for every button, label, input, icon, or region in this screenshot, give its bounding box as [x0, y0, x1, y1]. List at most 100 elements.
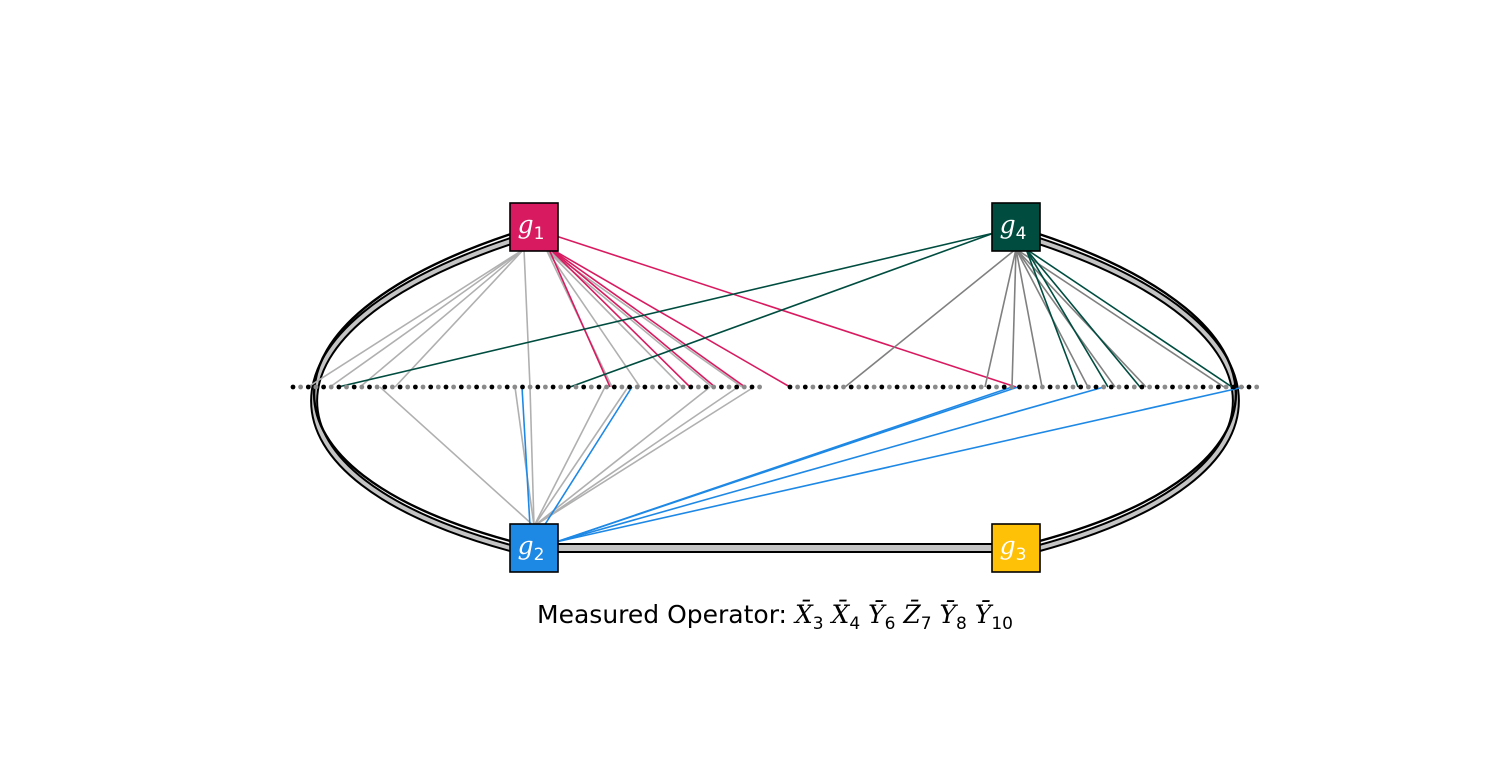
qubit-dot: [1024, 384, 1030, 390]
g2-gray-line: [533, 386, 606, 527]
qubit-dot: [451, 384, 456, 390]
qubit-dot: [611, 384, 617, 390]
qubit-dot: [313, 384, 319, 390]
g2-gray-line: [514, 386, 535, 527]
qubit-dot: [642, 384, 648, 390]
qubit-dot: [428, 384, 434, 390]
node-box-g4: [991, 202, 1041, 252]
qubit-dot: [481, 384, 487, 390]
g4-line: [1025, 248, 1233, 388]
g4-line: [1025, 248, 1079, 388]
qubit-dot: [848, 384, 854, 390]
caption-operator: X̄: [824, 600, 851, 629]
qubit-dot: [910, 384, 915, 390]
qubit-dot: [405, 384, 411, 390]
qubit-dot: [1185, 384, 1191, 390]
g1-gray-line: [523, 248, 531, 388]
caption-operator: X̄: [793, 600, 814, 629]
qubit-dot: [504, 384, 510, 390]
right-arc: [1035, 231, 1237, 544]
qubit-dot: [856, 384, 862, 390]
qubit-dot: [825, 384, 831, 390]
g4-line: [337, 232, 995, 388]
qubit-dot: [413, 384, 418, 390]
g2-line: [555, 386, 1245, 543]
g2-line: [521, 386, 531, 527]
qubit-dot: [650, 384, 655, 390]
g1-gray-line: [359, 248, 525, 388]
qubit-dot: [787, 384, 793, 390]
qubit-dot: [902, 384, 908, 390]
qubit-dot: [864, 384, 869, 390]
qubit-dot: [1124, 384, 1129, 390]
g2-line: [543, 386, 633, 527]
qubit-dot: [298, 384, 303, 390]
qubit-dot: [1086, 384, 1091, 390]
qubit-dot: [527, 384, 533, 390]
g1-gray-line: [394, 248, 525, 388]
qubit-dot: [520, 384, 525, 390]
qubit-dot: [1193, 384, 1198, 390]
g2-gray-line: [533, 386, 711, 527]
caption-text: Measured Operator: X̄3 X̄4 Ȳ6 Z̄7 Ȳ8 Y…: [537, 600, 1013, 634]
caption-prefix: Measured Operator:: [537, 600, 795, 629]
qubit-dot: [435, 384, 441, 390]
g4-line: [569, 232, 995, 388]
qubit-dot: [1239, 384, 1244, 390]
connection-lines: [307, 232, 1245, 543]
qubit-dot: [351, 384, 357, 390]
qubit-dot: [749, 384, 755, 390]
qubit-row: [290, 384, 1260, 390]
caption-subscript: 10: [991, 614, 1013, 634]
qubit-dot: [1147, 384, 1152, 390]
qubit-dot: [474, 384, 479, 390]
g4-line: [1025, 248, 1141, 388]
qubit-dot: [1063, 384, 1068, 390]
qubit-dot: [917, 384, 923, 390]
qubit-dot: [673, 384, 678, 390]
qubit-dot: [627, 384, 632, 390]
outer-ring: [310, 231, 1240, 553]
node-g2: g2: [509, 523, 559, 573]
qubit-dot: [955, 384, 961, 390]
qubit-dot: [604, 384, 609, 390]
qubit-dot: [390, 384, 395, 390]
qubit-dot: [588, 384, 594, 390]
node-label-g2: g2: [518, 531, 545, 565]
qubit-dot: [688, 384, 694, 390]
qubit-dot: [711, 384, 717, 390]
qubit-dot: [757, 384, 762, 390]
caption-subscript: 4: [849, 614, 860, 634]
node-box-g2: [509, 523, 559, 573]
qubit-dot: [1246, 384, 1252, 390]
caption-operator: Ȳ: [932, 600, 959, 629]
g4-gray-line: [1015, 248, 1225, 388]
qubit-dot: [543, 384, 548, 390]
qubit-dot: [1032, 384, 1038, 390]
qubit-dot: [1131, 384, 1137, 390]
qubit-dot: [397, 384, 403, 390]
g2-gray-line: [533, 386, 629, 527]
node-letter: g: [1000, 531, 1016, 560]
node-subscript: 1: [534, 224, 545, 244]
qubit-dot: [619, 384, 625, 390]
qubit-dot: [1254, 384, 1260, 390]
qubit-dot: [328, 384, 334, 390]
qubit-dot: [305, 384, 311, 390]
qubit-dot: [466, 384, 472, 390]
qubit-dot: [634, 384, 640, 390]
node-g3: g3: [991, 523, 1041, 573]
qubit-dot: [420, 384, 426, 390]
qubit-dot: [726, 384, 732, 390]
qubit-dot: [894, 384, 900, 390]
caption-subscript: 7: [921, 614, 932, 634]
qubit-dot: [458, 384, 464, 390]
qubit-dot: [1047, 384, 1053, 390]
qubit-dot: [986, 384, 992, 390]
qubit-dot: [741, 384, 747, 390]
qubit-dot: [290, 384, 296, 390]
qubit-dot: [1093, 384, 1099, 390]
qubit-dot: [1070, 384, 1076, 390]
node-subscript: 3: [1016, 545, 1027, 565]
